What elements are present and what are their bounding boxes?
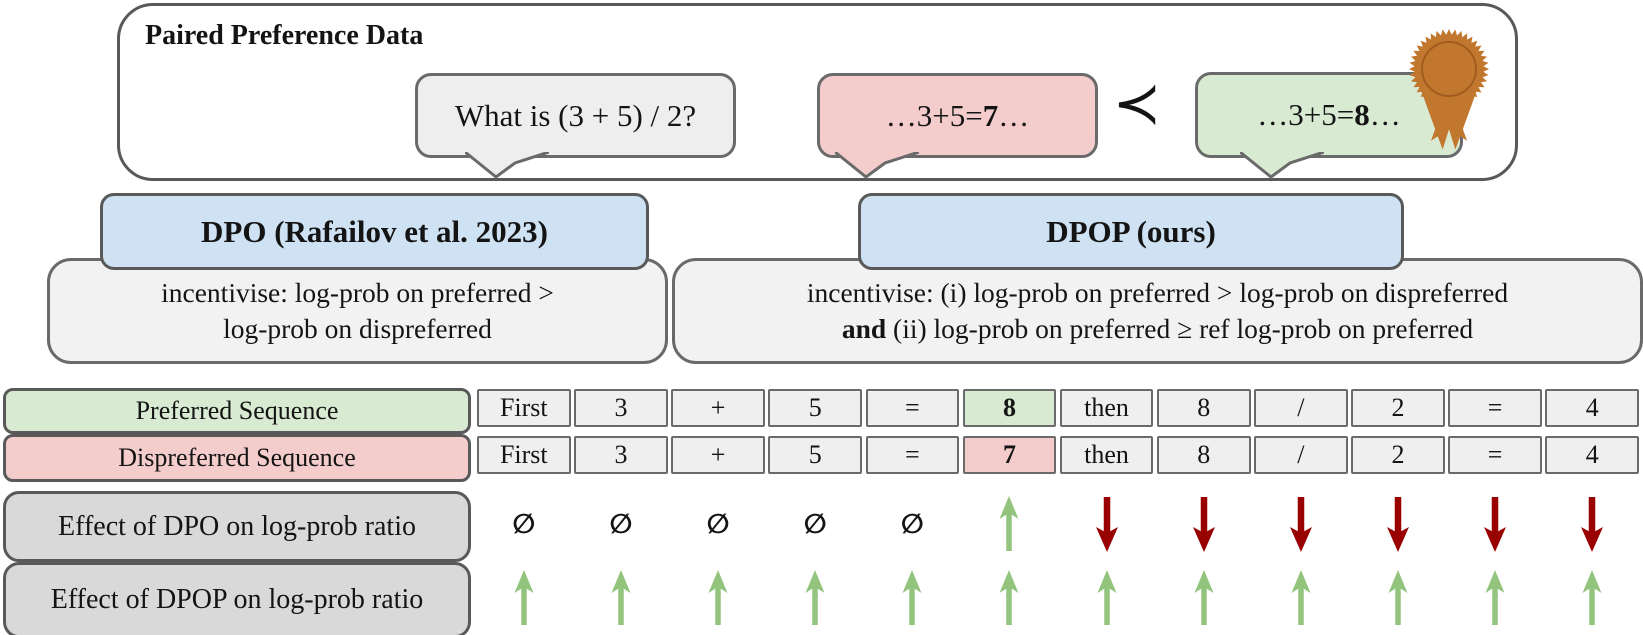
up-arrow-icon <box>1291 570 1311 625</box>
up-arrow-icon <box>1485 570 1505 625</box>
dpop-effect-symbol-row <box>477 566 1639 630</box>
token-cell-preferred-6: then <box>1059 389 1154 427</box>
precedes-symbol: ≺ <box>1112 69 1162 137</box>
log-prob-up <box>963 566 1057 630</box>
token-cell-dispreferred-8: / <box>1254 436 1348 474</box>
token-cell-dispreferred-1: 3 <box>574 436 668 474</box>
token-cell-dispreferred-9: 2 <box>1351 436 1445 474</box>
token-cell-dispreferred-6: then <box>1059 436 1154 474</box>
dispreferred-sequence-label: Dispreferred Sequence <box>3 434 471 482</box>
down-arrow-icon <box>1581 497 1604 552</box>
dispreferred-answer-text: …3+5=7… <box>885 97 1030 133</box>
up-arrow-icon <box>999 570 1019 625</box>
token-cell-dispreferred-0: First <box>477 436 571 474</box>
token-cell-preferred-9: 2 <box>1351 389 1445 427</box>
dpop-description-line2: and (ii) log-prob on preferred ≥ ref log… <box>841 313 1474 344</box>
token-cell-preferred-10: = <box>1448 389 1542 427</box>
dpop-description-box: incentivise: (i) log-prob on preferred >… <box>672 258 1643 364</box>
award-ribbon-icon <box>1409 29 1489 150</box>
token-cell-preferred-5: 8 <box>962 389 1057 427</box>
token-cell-dispreferred-7: 8 <box>1156 436 1251 474</box>
token-cell-preferred-8: / <box>1254 389 1348 427</box>
dpo-effect-symbol-row: ∅ ∅ ∅ ∅ ∅ <box>477 492 1639 556</box>
dpop-effect-label: Effect of DPOP on log-prob ratio <box>3 562 471 635</box>
no-change-symbol: ∅ <box>803 508 827 540</box>
down-arrow-icon <box>1095 497 1118 552</box>
log-prob-down <box>1351 492 1445 556</box>
log-prob-down <box>1254 492 1348 556</box>
log-prob-up <box>1060 566 1154 630</box>
log-prob-up <box>768 566 862 630</box>
log-prob-up <box>1545 566 1639 630</box>
log-prob-up <box>1351 566 1445 630</box>
no-change-symbol: ∅ <box>609 508 633 540</box>
up-arrow-icon <box>708 570 728 625</box>
log-prob-down <box>1157 492 1251 556</box>
log-prob-up <box>671 566 765 630</box>
token-cell-dispreferred-3: 5 <box>768 436 862 474</box>
down-arrow-icon <box>1386 497 1409 552</box>
token-cell-preferred-4: = <box>865 389 960 427</box>
up-arrow-icon <box>1097 570 1117 625</box>
log-prob-down <box>1448 492 1542 556</box>
dpo-description-line2: log-prob on dispreferred <box>223 313 492 344</box>
dpo-effect-label: Effect of DPO on log-prob ratio <box>3 491 471 562</box>
dpop-title-text: DPOP (ours) <box>1046 213 1216 249</box>
dpo-title-text: DPO (Rafailov et al. 2023) <box>201 213 548 249</box>
down-arrow-icon <box>1289 497 1312 552</box>
dispreferred-token: 7 <box>982 97 999 133</box>
log-prob-up <box>477 566 571 630</box>
bubble-tail <box>835 151 919 179</box>
down-arrow-icon <box>1484 497 1507 552</box>
token-cell-dispreferred-4: = <box>865 436 960 474</box>
token-cell-preferred-0: First <box>477 389 571 427</box>
dpop-title-box: DPOP (ours) <box>858 193 1404 270</box>
up-arrow-icon <box>999 496 1019 551</box>
log-prob-down <box>1060 492 1154 556</box>
up-arrow-icon <box>611 570 631 625</box>
bubble-tail <box>1240 151 1324 179</box>
log-prob-up <box>963 492 1057 556</box>
question-text: What is (3 + 5) / 2? <box>454 97 697 133</box>
preferred-token: 8 <box>1354 97 1370 132</box>
bubble-tail <box>465 151 549 179</box>
token-cell-preferred-7: 8 <box>1156 389 1251 427</box>
up-arrow-icon <box>1582 570 1602 625</box>
token-cell-dispreferred-2: + <box>671 436 765 474</box>
up-arrow-icon <box>514 570 534 625</box>
up-arrow-icon <box>902 570 922 625</box>
no-change-symbol: ∅ <box>512 508 536 540</box>
dpo-title-box: DPO (Rafailov et al. 2023) <box>100 193 649 270</box>
log-prob-up <box>1157 566 1251 630</box>
dpop-and-emphasis: and <box>841 313 887 344</box>
token-cell-dispreferred-10: = <box>1448 436 1542 474</box>
log-prob-up <box>1448 566 1542 630</box>
preferred-sequence-label: Preferred Sequence <box>3 388 471 434</box>
token-cell-preferred-11: 4 <box>1545 389 1639 427</box>
token-cell-preferred-2: + <box>671 389 765 427</box>
log-prob-up <box>574 566 668 630</box>
dpo-description-line1: incentivise: log-prob on preferred > <box>161 277 554 308</box>
up-arrow-icon <box>1388 570 1408 625</box>
token-cell-dispreferred-11: 4 <box>1545 436 1639 474</box>
token-cell-preferred-3: 5 <box>768 389 862 427</box>
question-bubble: What is (3 + 5) / 2? <box>415 73 736 179</box>
log-prob-up <box>1254 566 1348 630</box>
up-arrow-icon <box>1194 570 1214 625</box>
dpo-description-box: incentivise: log-prob on preferred > log… <box>47 258 668 364</box>
panel-title: Paired Preference Data <box>145 20 424 51</box>
dispreferred-answer-bubble: …3+5=7… <box>817 73 1098 179</box>
up-arrow-icon <box>805 570 825 625</box>
log-prob-down <box>1545 492 1639 556</box>
dpop-description-line1: incentivise: (i) log-prob on preferred >… <box>806 277 1509 308</box>
no-change-symbol: ∅ <box>900 508 924 540</box>
token-cell-dispreferred-5: 7 <box>962 436 1057 474</box>
log-prob-up <box>866 566 960 630</box>
token-cell-preferred-1: 3 <box>574 389 668 427</box>
down-arrow-icon <box>1192 497 1215 552</box>
preferred-answer-text: …3+5=8… <box>1257 97 1401 132</box>
no-change-symbol: ∅ <box>706 508 730 540</box>
